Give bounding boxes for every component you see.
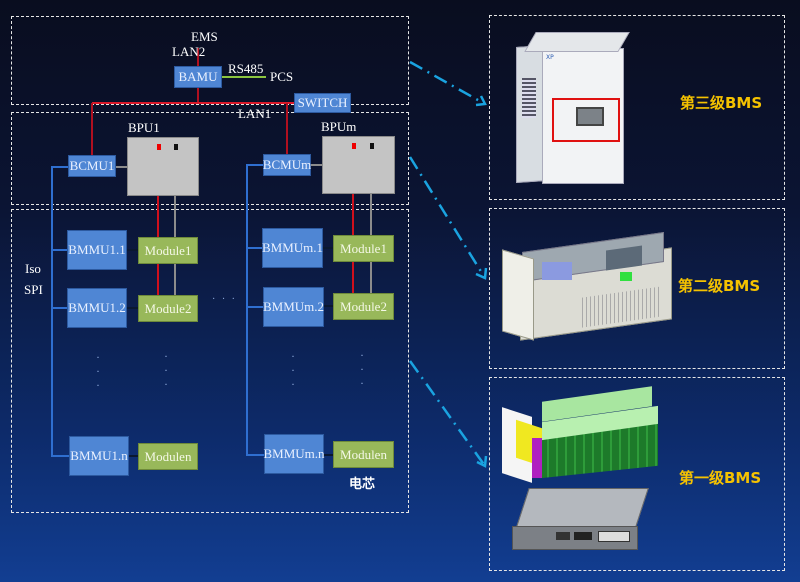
ems-label: EMS <box>191 29 218 44</box>
bpu1-title: BPU1 <box>128 120 160 135</box>
tier1-bmmu-image <box>512 488 650 556</box>
rs485-label: RS485 <box>228 61 264 76</box>
vertical-ellipsis: ··· <box>164 349 168 391</box>
bcmum-box[interactable]: BCMUm <box>263 154 311 176</box>
arrow-tier2 <box>408 156 487 279</box>
arrowhead-tier1 <box>476 455 488 468</box>
bpum-box[interactable] <box>322 136 395 194</box>
bpum-title: BPUm <box>321 119 357 134</box>
tier2-label: 第二级BMS <box>678 277 761 295</box>
bamu-box[interactable]: BAMU <box>174 66 222 88</box>
tier3-region-left <box>11 16 409 105</box>
tier1-label: 第一级BMS <box>679 469 762 487</box>
bmmu-1-2[interactable]: BMMU1.2 <box>67 288 127 328</box>
tier1-battery-module-image <box>502 386 662 486</box>
tier3-cabinet-image: XP <box>516 32 630 184</box>
tier1-region-left <box>11 209 409 513</box>
bpu1-neg-terminal-icon <box>174 144 178 150</box>
arrow-tier1 <box>408 360 487 467</box>
tier1-region-right <box>489 377 785 571</box>
tier2-region-left <box>11 112 409 205</box>
module-m-2[interactable]: Module2 <box>333 293 394 320</box>
cell-label: 电芯 <box>349 477 376 492</box>
highlight-frame <box>552 98 620 142</box>
isospi-chain-m <box>246 164 265 456</box>
lan2-label: LAN2 <box>172 44 206 59</box>
module-1-n[interactable]: Modulen <box>138 443 198 470</box>
vertical-ellipsis: ··· <box>291 349 295 391</box>
tier3-label: 第三级BMS <box>680 94 763 112</box>
tier2-region-right <box>489 208 785 369</box>
bmmu-1-1[interactable]: BMMU1.1 <box>67 230 127 270</box>
module-1-1[interactable]: Module1 <box>138 237 198 264</box>
arrow-tier3 <box>409 60 486 106</box>
bmmu-m-n[interactable]: BMMUm.n <box>263 434 325 474</box>
vertical-ellipsis: ··· <box>360 348 364 390</box>
module-1-2[interactable]: Module2 <box>138 295 198 322</box>
arrowhead-tier3 <box>475 95 487 107</box>
bmmu-m-1[interactable]: BMMUm.1 <box>262 228 323 268</box>
tier2-enclosure-image <box>502 232 674 347</box>
pcs-label: PCS <box>270 69 294 84</box>
bmmu-1-n[interactable]: BMMU1.n <box>69 436 129 476</box>
module-m-1[interactable]: Module1 <box>333 235 394 262</box>
tier3-region-right <box>489 15 785 200</box>
bpu1-box[interactable] <box>127 137 199 196</box>
bmmu-m-2[interactable]: BMMUm.2 <box>263 287 324 327</box>
module-m-n[interactable]: Modulen <box>333 441 394 468</box>
isospi-label-1: Iso <box>25 261 41 276</box>
switch-box[interactable]: SWITCH <box>294 93 351 113</box>
arrowhead-tier2 <box>475 267 488 280</box>
bpum-pos-terminal-icon <box>352 143 356 149</box>
bcmu1-box[interactable]: BCMU1 <box>68 155 116 177</box>
vertical-ellipsis: ··· <box>96 350 100 392</box>
horizontal-ellipsis: · · · <box>212 294 237 305</box>
lan1-label: LAN1 <box>238 106 272 121</box>
bpu1-pos-terminal-icon <box>157 144 161 150</box>
isospi-label-2: SPI <box>24 282 43 297</box>
isospi-chain-1 <box>51 166 70 457</box>
bpum-neg-terminal-icon <box>370 143 374 149</box>
